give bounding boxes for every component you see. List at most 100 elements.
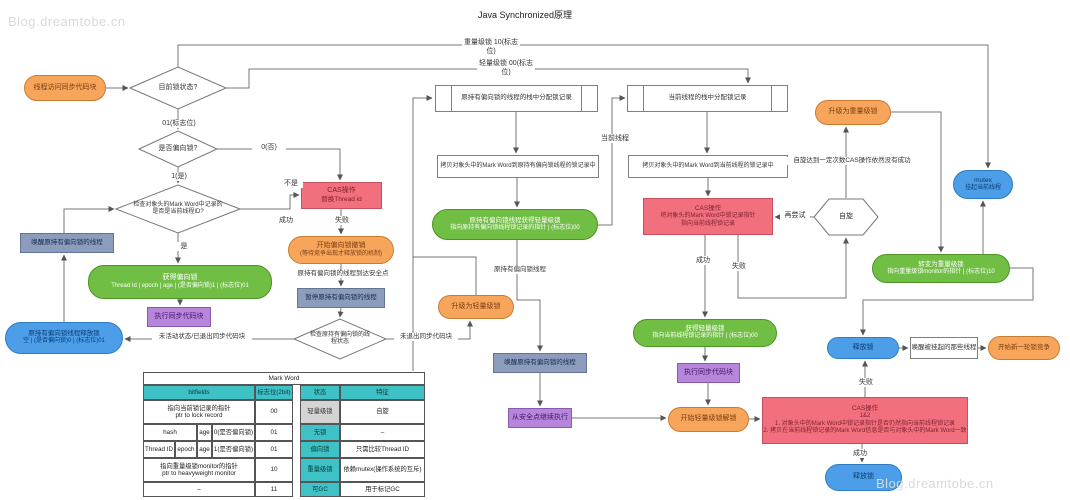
cell-bf4-cn: 指向重量级锁monitor的指针 (160, 462, 238, 470)
safepoint-label: 原持有偏向锁的线程到达安全点 (296, 270, 390, 279)
hexagon-spin (813, 198, 879, 236)
upgrade-heavy-label: 升级为重量级锁 (828, 108, 878, 116)
get-light-line1: 获得轻量级锁 (685, 325, 725, 333)
cell-hash: hash (143, 424, 197, 441)
cell-feature-1: 自旋 (340, 400, 425, 424)
wake-suspended-threads-box: 唤醒被挂起的那些线程 (910, 337, 978, 359)
exec-sync-right-label: 执行同步代码块 (684, 368, 733, 376)
resume-from-safepoint-box: 从安全点继续执行 (508, 408, 572, 428)
biased-get-light-line2: 指向原持有偏向锁线程锁记录的指针 | (标志位)00 (450, 224, 580, 231)
spin-fail-label: 自旋达到一定次数CAS操作依然没有成功 (786, 157, 918, 166)
cell-state-4: 重量级锁 (300, 458, 340, 482)
biased-release-line2: 空 | (是否偏向锁)0 | (标志位)01 (23, 338, 105, 345)
cas-unlock-line4: 2. 拷贝在当前线程锁记录的Mark Word信息是否与对象头中的Mark Wo… (763, 428, 967, 435)
cell-flag-5: 11 (255, 482, 293, 497)
cell-flag-3: 01 (255, 441, 293, 458)
yes-label: 是 (176, 242, 192, 252)
cas-unlock-line2: 1&2 (859, 413, 871, 420)
lock-state-text: 目前锁状态? (158, 83, 198, 91)
release-bottom-label: 释放锁 (853, 473, 874, 481)
biased-release-line1: 原持有偏向锁线程释放锁 (28, 330, 100, 338)
table-row-nolock: hash age 0(是否偏向锁) 01 无锁 – (143, 424, 425, 441)
cell-bf4-en: ptr to heavyweight monitor (162, 470, 236, 477)
cell-bitfields-1: 指向当前锁记录的指针 ptr to lock record (143, 400, 255, 424)
revoke-line2: (等待竞争出现才释放锁的机制) (300, 250, 382, 257)
alloc-lock-record-current-box: 当前线程的栈中分配锁记录 (627, 85, 788, 112)
cell-age-2: age (197, 424, 212, 441)
cell-age-3: age (197, 441, 212, 458)
upgrade-light-label: 升级为轻量级锁 (451, 302, 501, 310)
cell-state-1: 轻量级锁 (300, 400, 340, 424)
record-slot-left (436, 86, 452, 111)
start-light-unlock-node: 开始轻量级锁解锁 (668, 407, 749, 432)
cas-point-line1: CAS操作 (694, 204, 722, 212)
mutex-suspend-node: mutex 挂起当前线程 (953, 170, 1013, 199)
diamond-check-thread-state (292, 318, 388, 360)
fail2-label: 失败 (727, 262, 751, 272)
heavy-path-label: 重量级锁 10(标志位) (462, 38, 520, 57)
alloc-current-label: 当前线程的栈中分配锁记录 (668, 94, 747, 102)
biased-thread-gets-light-lock-node: 原持有偏向锁线程获得轻量级锁 指向原持有偏向锁线程锁记录的指针 | (标志位)0… (432, 209, 598, 240)
light-path-line2: 00(标志位) (501, 60, 534, 77)
light-path-label: 轻量级锁 00(标志位) (477, 59, 535, 78)
start-label: 线程访问同步代码块 (33, 83, 97, 91)
inactive-label: 未活动状态/已退出同步代码块 (152, 333, 252, 342)
release-lock-right-node: 释放锁 (827, 337, 899, 359)
revoke-line1: 开始偏向锁撤销 (316, 241, 366, 249)
lock-state-diamond-label: 目前锁状态? (130, 78, 226, 98)
cell-flag-1: 00 (255, 400, 293, 424)
success1-label: 成功 (274, 216, 298, 226)
heavy-path-line2: 10(标志位) (486, 39, 519, 56)
check-tid-line2: 是否是当前线程ID? (152, 209, 204, 215)
light-path-line1: 轻量级锁 (478, 60, 507, 67)
copy-markword-biased-box: 拷贝对象头中的Mark Word到原持有偏向锁线程的锁记录中 (437, 155, 599, 178)
cell-bf1-cn: 指向当前锁记录的指针 (167, 404, 231, 412)
get-biased-line2: Thread Id | epoch | age | (是否偏向锁)1 | (标志… (111, 282, 249, 289)
revoke-biased-lock-node: 开始偏向锁撤销 (等待竞争出现才释放锁的机制) (288, 236, 394, 264)
get-biased-lock-node: 获得偏向锁 Thread Id | epoch | age | (是否偏向锁)1… (88, 265, 272, 299)
exec-sync-left-label: 执行同步代码块 (154, 312, 204, 320)
biased-get-light-line1: 原持有偏向锁线程获得轻量级锁 (469, 216, 561, 224)
exec-sync-block-left: 执行同步代码块 (147, 307, 211, 327)
markword-table-title: Mark Word (143, 372, 425, 385)
cas-point-lockrecord-node: CAS操作 将对象头的Mark Word中锁记录指针 指向当前线程锁记录 (643, 198, 773, 235)
biased-thread-label: 原持有偏向锁线程 (488, 266, 552, 275)
table-gap (293, 400, 300, 424)
check-tid-line1: 检查对象头的Mark Word中记录的 (133, 201, 223, 208)
wake-biased-thread-left-box: 唤醒原持有偏向锁的线程 (20, 233, 114, 253)
cell-bitfields-5: – (143, 482, 255, 497)
yes1-label: 1(是) (162, 172, 196, 182)
record-slot-left2 (628, 86, 644, 111)
become-heavyweight-node: 转变为重量级锁 指向重量级锁monitor的指针 | (标志位)10 (872, 254, 1010, 283)
wake-suspended-label: 唤醒被挂起的那些线程 (911, 343, 977, 351)
heavy-path-line1: 重量级锁 (463, 39, 492, 46)
wake-biased-left-label: 唤醒原持有偏向锁的线程 (31, 238, 103, 246)
release-right-label: 释放锁 (852, 343, 874, 351)
cell-epoch: epoch (175, 441, 197, 458)
spin-text: 自旋 (839, 212, 853, 220)
table-gap (293, 482, 300, 497)
biased-release-lock-node: 原持有偏向锁线程释放锁 空 | (是否偏向锁)0 | (标志位)01 (5, 322, 123, 354)
cas-unlock-node: CAS操作 1&2 1. 对象头中的Mark Word中锁记录指针是否仍然指向当… (762, 397, 968, 444)
not-exit-label: 未退出同步代码块 (394, 333, 458, 342)
get-lightweight-lock-node: 获得轻量级锁 指向当前线程锁记录的指针 | (标志位)00 (633, 319, 777, 347)
upgrade-heavyweight-node: 升级为重量级锁 (815, 100, 891, 125)
cas-point-line3: 指向当前线程锁记录 (680, 220, 735, 227)
fail1-label: 失败 (330, 216, 354, 226)
success2-label: 成功 (691, 256, 715, 266)
resume-safepoint-label: 从安全点继续执行 (512, 413, 568, 421)
retry-label: 再尝试 (780, 211, 810, 221)
current-thread-label: 当前线程 (598, 134, 632, 144)
mutex-line1: mutex (974, 176, 992, 184)
cell-threadid: Thread ID (143, 441, 175, 458)
alloc-biased-label: 原持有偏向锁的线程的栈中分配锁记录 (461, 94, 572, 102)
copy-markword-current-label: 拷贝对象头中的Mark Word到当前线程的锁记录中 (642, 162, 774, 169)
mutex-line2: 挂起当前线程 (964, 184, 1001, 191)
record-slot-right2 (771, 86, 787, 111)
to-heavy-line1: 转变为重量级锁 (918, 260, 964, 268)
cell-bias-2: 0(是否偏向锁) (212, 424, 255, 441)
watermark-top: Blog.dreamtobe.cn (8, 14, 126, 29)
table-row-gc: – 11 可GC 用于标记GC (143, 482, 425, 497)
get-light-line2: 指向当前线程锁记录的指针 | (标志位)00 (652, 333, 758, 340)
